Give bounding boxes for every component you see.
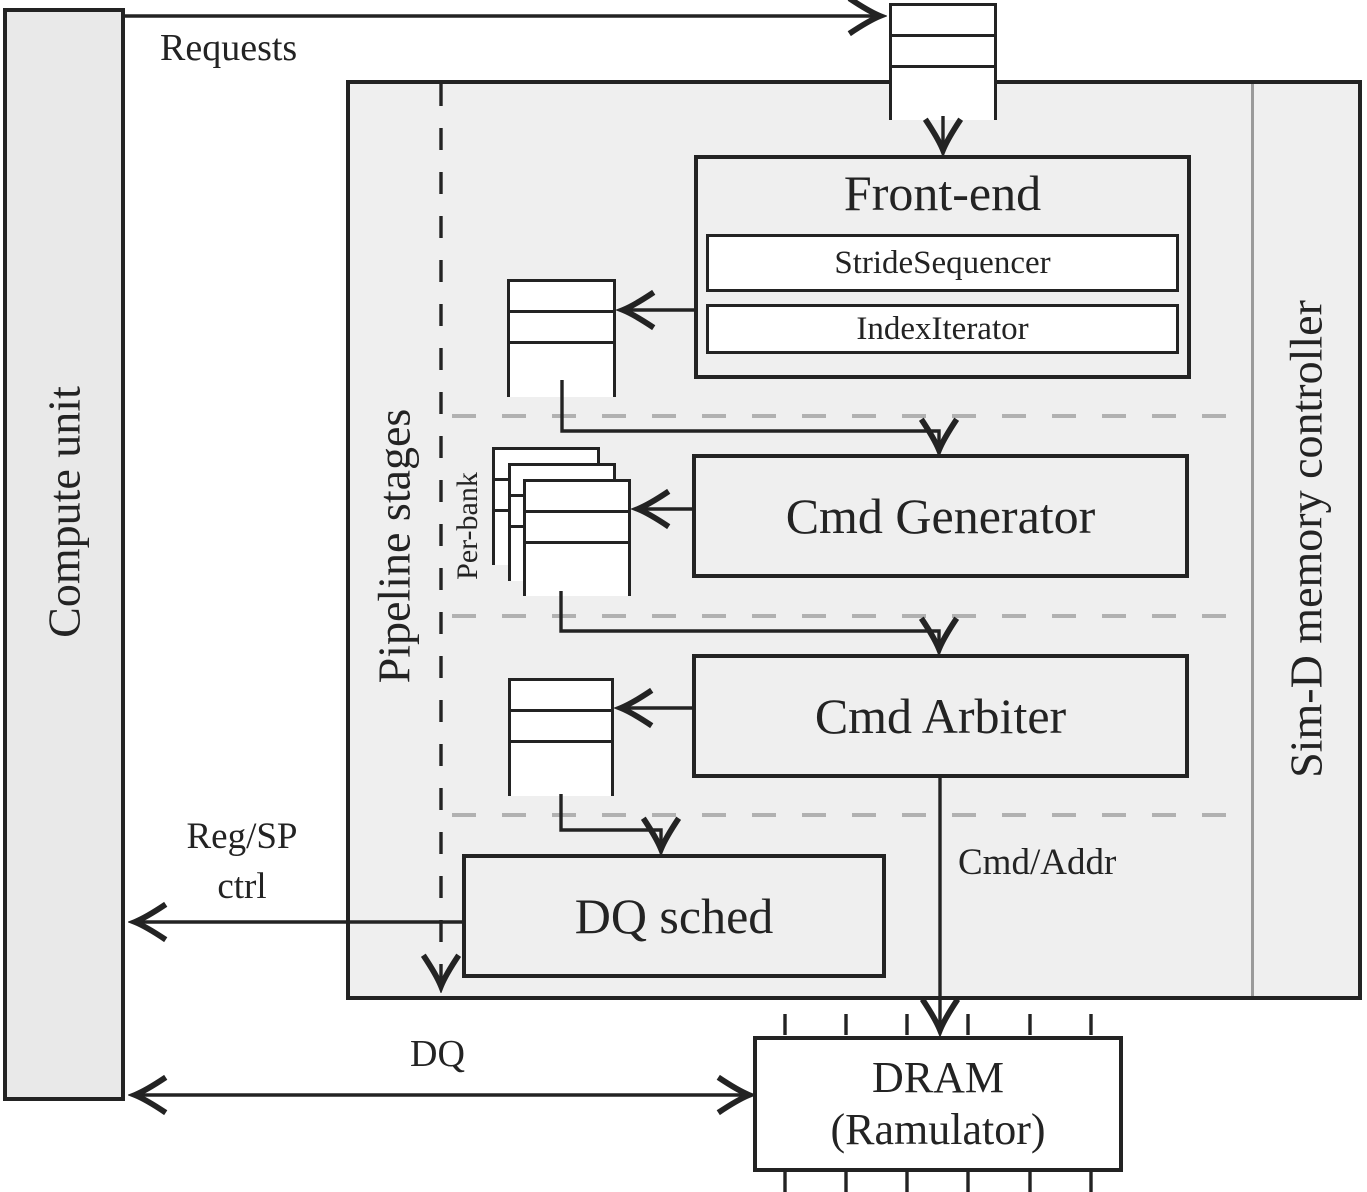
reg-sp-ctrl-label-line1: Reg/SP — [186, 816, 298, 857]
queue-cell — [892, 6, 994, 37]
compute-unit-label: Compute unit — [38, 386, 90, 638]
caption-strip-divider — [1251, 84, 1254, 996]
dq-sched-box: DQ sched — [462, 854, 886, 978]
arbiter-output-queue — [508, 678, 614, 796]
queue-cell — [511, 712, 611, 743]
per-bank-label: Per-bank — [451, 472, 484, 580]
simd-memory-controller-label: Sim-D memory controller — [1280, 300, 1332, 778]
dram-box: DRAM (Ramulator) — [753, 1036, 1123, 1172]
reg-sp-ctrl-label-line2: ctrl — [217, 866, 267, 907]
dram-pins-bottom — [783, 1172, 1093, 1192]
index-iterator-box: IndexIterator — [706, 304, 1179, 354]
queue-cell — [526, 513, 628, 544]
per-bank-queue-front — [523, 479, 631, 596]
requests-label: Requests — [160, 27, 298, 69]
queue-cell — [511, 681, 611, 712]
dram-label-line2: (Ramulator) — [830, 1105, 1046, 1154]
dq-label: DQ — [410, 1033, 465, 1075]
queue-cell — [892, 37, 994, 68]
dram-pins-top — [783, 1014, 1093, 1035]
queue-cell — [510, 282, 613, 313]
request-queue — [889, 3, 997, 120]
dram-label-line1: DRAM — [871, 1053, 1005, 1103]
cmd-generator-box: Cmd Generator — [692, 454, 1189, 578]
front-end-title: Front-end — [843, 165, 1042, 221]
queue-cell — [510, 313, 613, 344]
compute-unit-box — [3, 8, 125, 1101]
pipeline-stages-label: Pipeline stages — [368, 408, 420, 684]
reg-sp-ctrl-label: Reg/SP ctrl — [120, 812, 364, 912]
stride-sequencer-box: StrideSequencer — [706, 234, 1179, 292]
cmd-addr-label: Cmd/Addr — [958, 842, 1117, 883]
queue-cell — [526, 482, 628, 513]
cmd-arbiter-box: Cmd Arbiter — [692, 654, 1189, 778]
front-end-output-queue — [507, 279, 616, 397]
